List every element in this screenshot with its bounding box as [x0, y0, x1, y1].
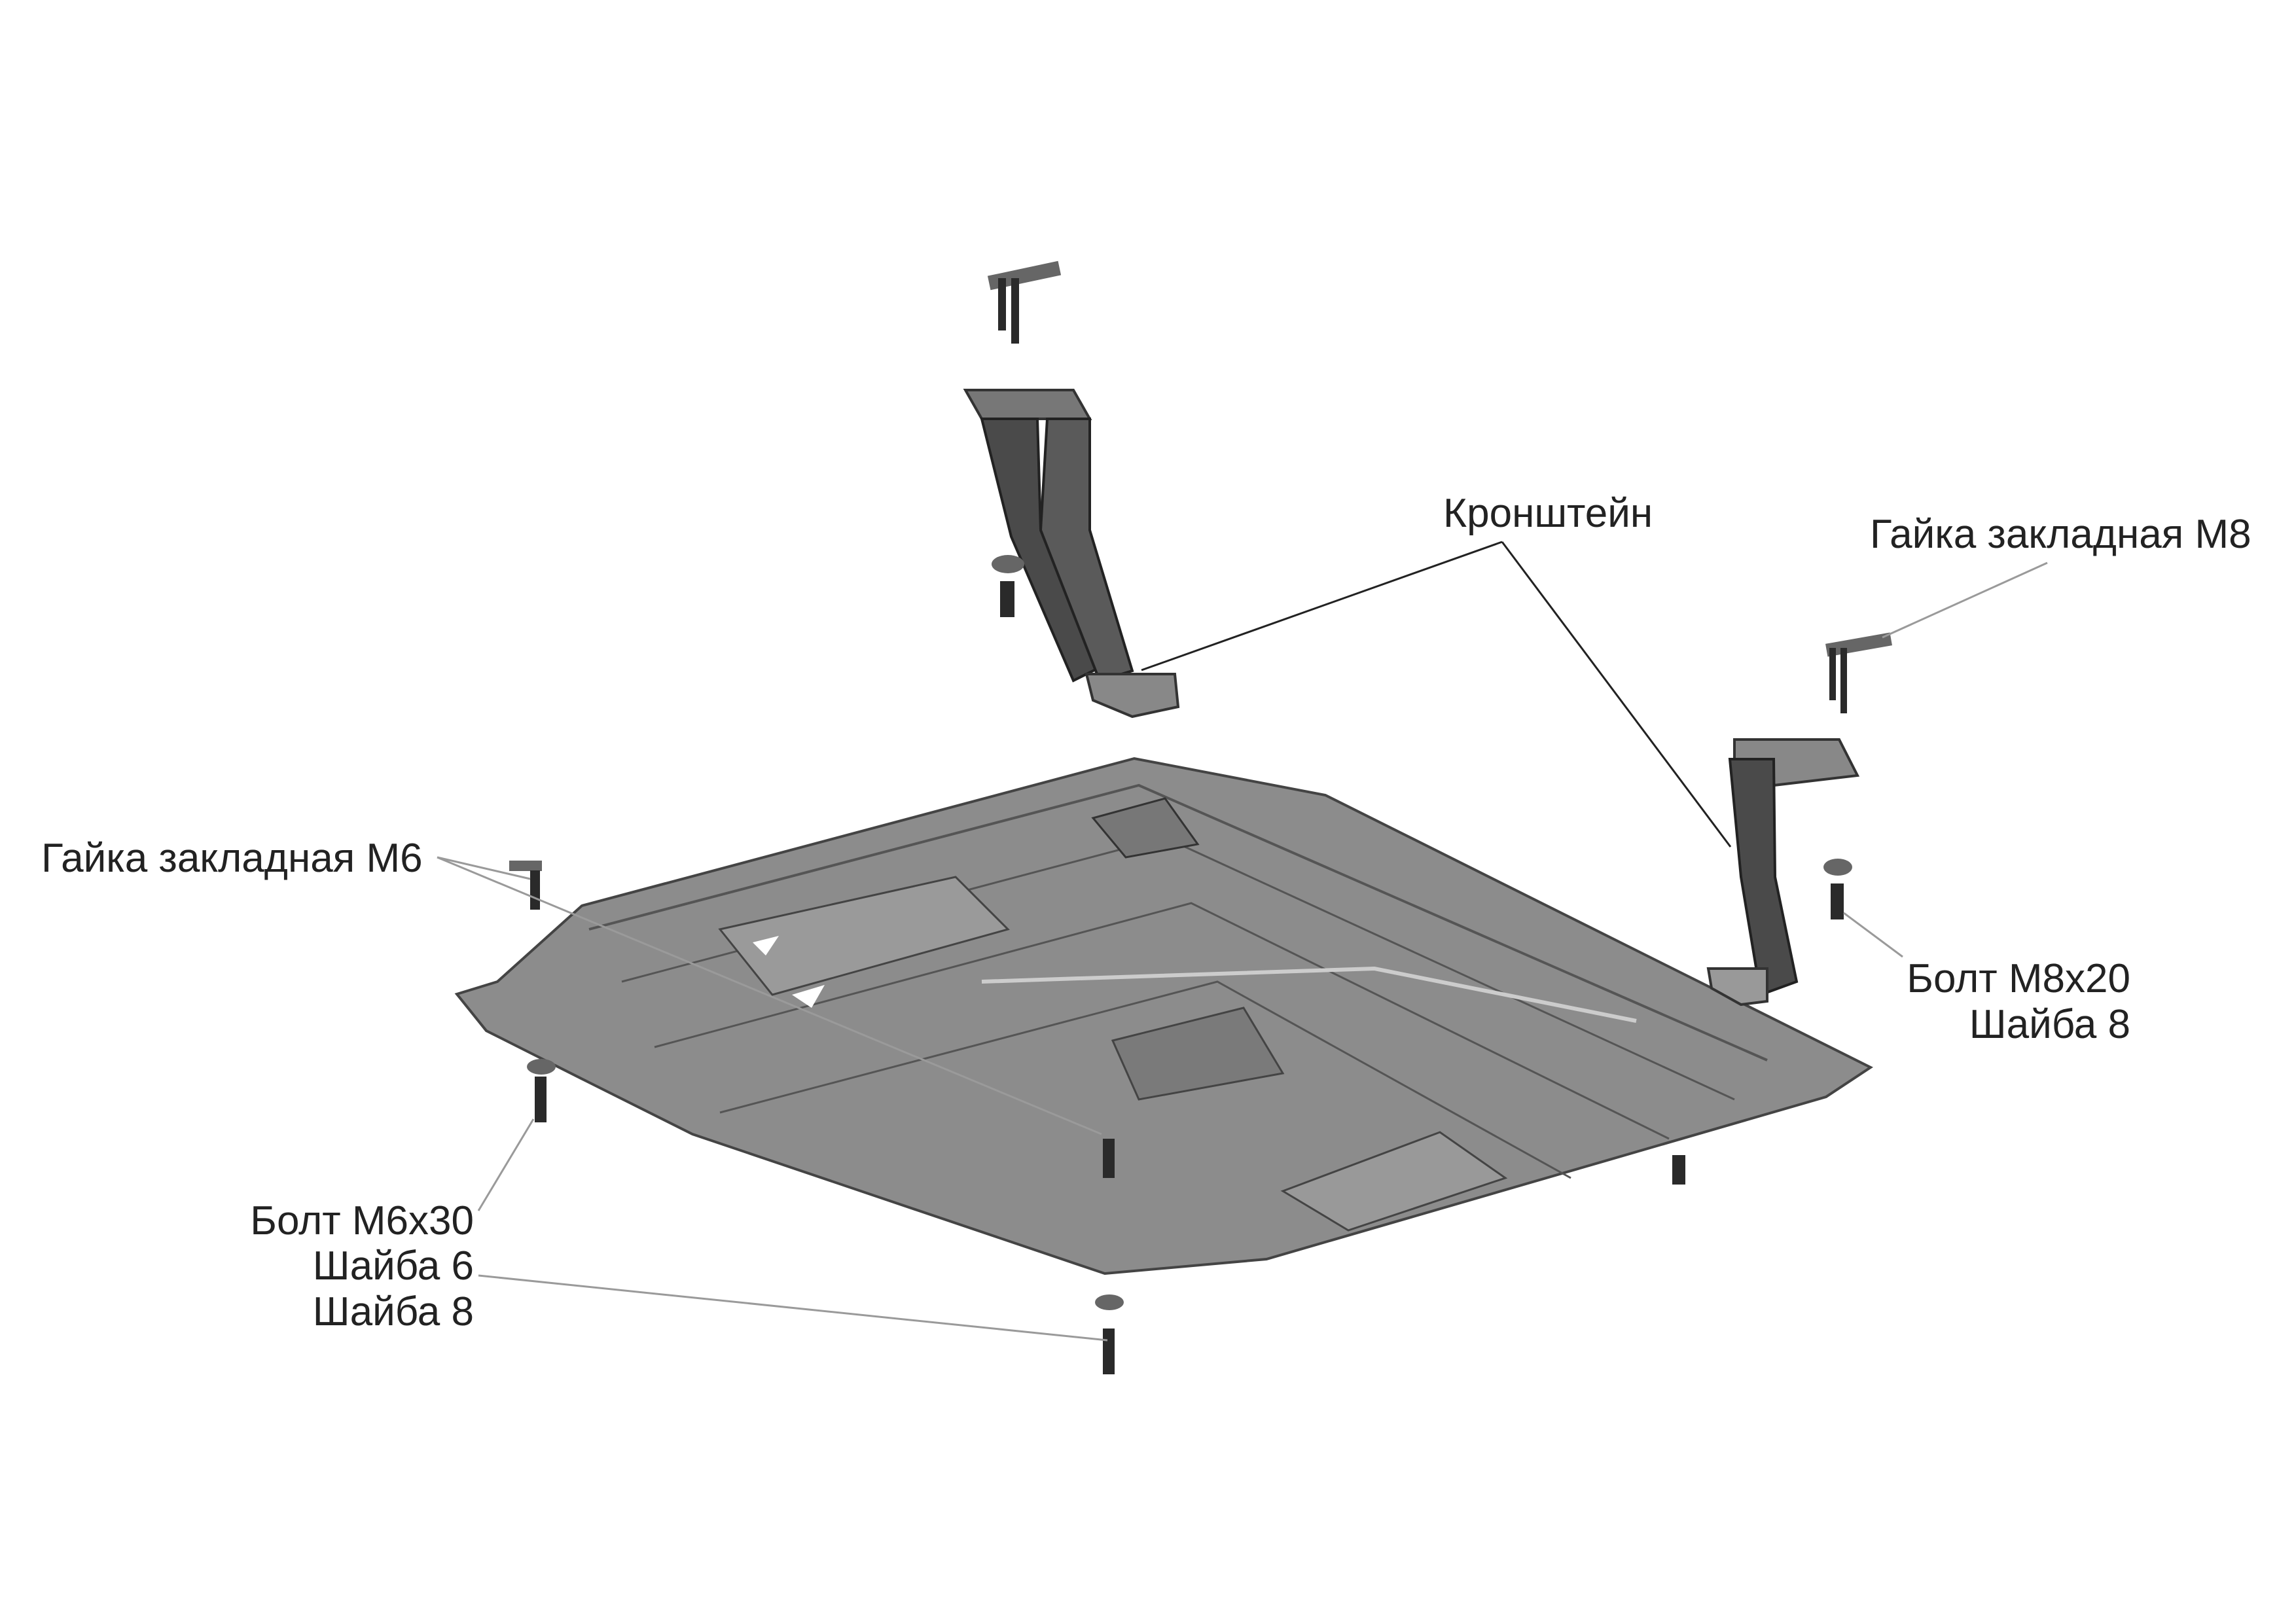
label-washer-8-left: Шайба 8 [313, 1289, 474, 1334]
label-nut-m6: Гайка закладная М6 [41, 836, 423, 881]
label-bracket: Кронштейн [1443, 491, 1653, 536]
label-washer-6: Шайба 6 [313, 1243, 474, 1289]
label-bolt-m6: Болт М6х30 [250, 1198, 474, 1243]
label-bolt-m8: Болт М8х20 [1907, 956, 2130, 1001]
label-nut-m8: Гайка закладная М8 [1870, 512, 2251, 557]
skid-plate [454, 757, 1873, 1275]
fasteners [509, 260, 1892, 1374]
bracket-left [963, 389, 1180, 719]
label-washer-8-right: Шайба 8 [1969, 1002, 2130, 1047]
leader-lines [437, 541, 2048, 1342]
bracket-right [1706, 738, 1860, 1007]
